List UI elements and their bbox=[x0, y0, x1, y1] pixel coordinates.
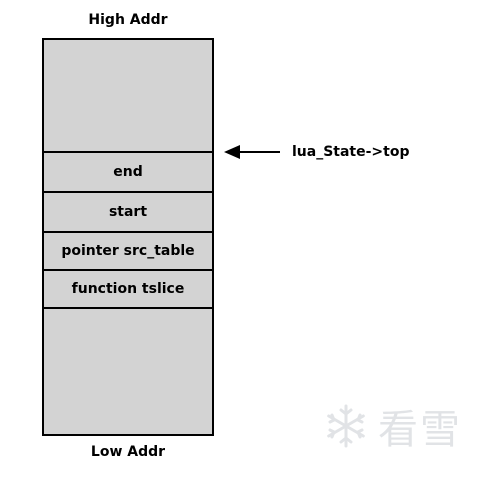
stack-slot-label: pointer src_table bbox=[61, 243, 195, 259]
top-pointer-label: lua_State->top bbox=[292, 144, 410, 160]
stack-slot-label: end bbox=[113, 164, 143, 180]
stack-slot-label: start bbox=[108, 204, 148, 220]
snowflake-icon bbox=[327, 404, 365, 448]
high-addr-label: High Addr bbox=[88, 12, 168, 28]
top-pointer-arrow bbox=[224, 145, 280, 159]
stack-frame: end start pointer src_table function tsl… bbox=[42, 38, 214, 436]
watermark: 看雪 bbox=[322, 398, 486, 454]
stack-slot-end: end bbox=[44, 151, 212, 191]
watermark-text: 看雪 bbox=[378, 407, 462, 453]
stack-slot-label: function tslice bbox=[71, 281, 185, 297]
stack-slot-src-table: pointer src_table bbox=[44, 231, 212, 269]
stack-slot-start: start bbox=[44, 191, 212, 231]
arrow-head bbox=[224, 145, 240, 159]
low-addr-label: Low Addr bbox=[90, 444, 166, 460]
stack-slot-function-tslice: function tslice bbox=[44, 269, 212, 309]
